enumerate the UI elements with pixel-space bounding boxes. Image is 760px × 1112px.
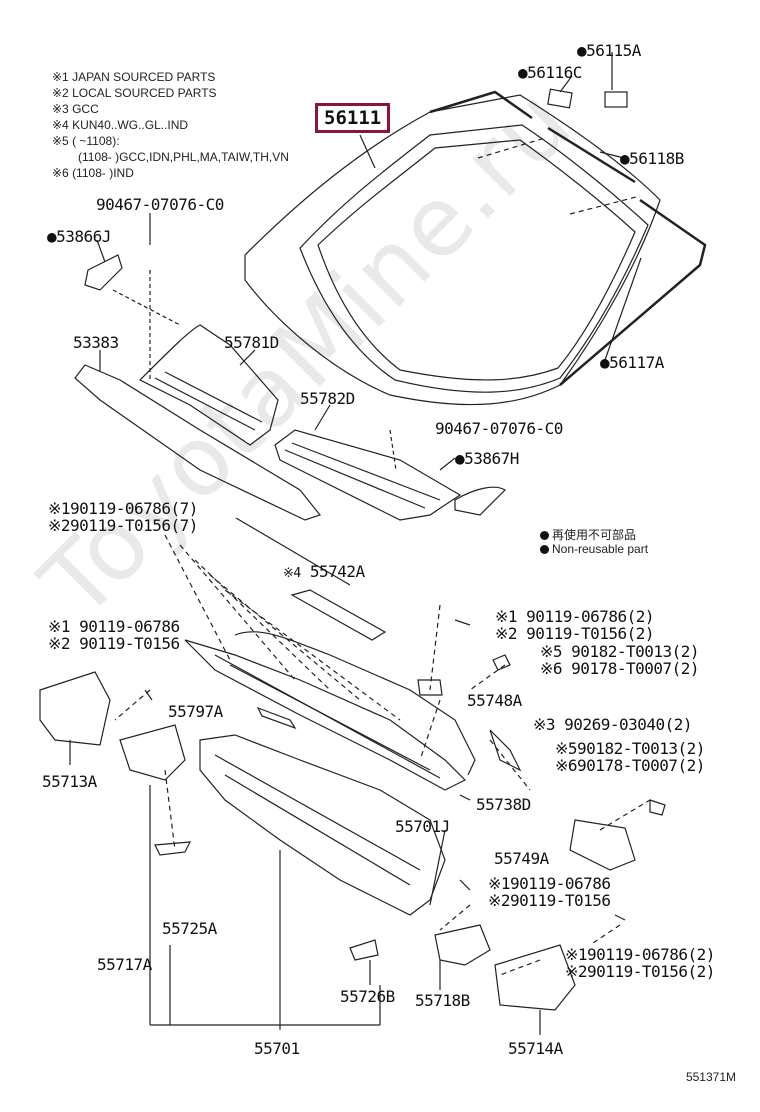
part-55797A[interactable]: 55797A [168, 702, 223, 721]
part-90119-T0156-b[interactable]: ※2 90119-T0156 [48, 634, 180, 653]
note-3: ※3 GCC [52, 102, 99, 116]
part-90119-06786-b[interactable]: ※1 90119-06786 [48, 617, 180, 636]
part-90182-T0013-b[interactable]: ※590182-T0013(2) [555, 739, 705, 758]
part-53866J[interactable]: ●53866J [47, 227, 111, 246]
part-55742A[interactable]: ※4 55742A [283, 563, 365, 583]
cowl-louvers [74, 254, 506, 521]
part-90269-03040[interactable]: ※3 90269-03040(2) [533, 715, 693, 734]
part-90178-T0007-a[interactable]: ※6 90178-T0007(2) [540, 659, 700, 678]
part-90119-06786-2-c[interactable]: ※190119-06786(2) [565, 945, 715, 964]
cowl-top-panel [184, 589, 476, 791]
legend-jp: 再使用不可部品 [540, 526, 636, 543]
legend-jp-text: 再使用不可部品 [552, 528, 637, 542]
bottom-brackets [69, 740, 541, 1035]
part-55713A[interactable]: 55713A [42, 772, 97, 791]
part-53867H[interactable]: ●53867H [455, 449, 519, 468]
legend-en-text: Non-reusable part [552, 542, 649, 556]
part-55742A-number: 55742A [309, 562, 365, 581]
part-90119-06786-c[interactable]: ※190119-06786 [488, 874, 611, 893]
dashed-lines [114, 534, 651, 976]
part-90119-06786-2-a[interactable]: ※1 90119-06786(2) [495, 607, 655, 626]
note-4: ※4 KUN40..WG..GL..IND [52, 118, 189, 132]
part-90119-T0156-c[interactable]: ※290119-T0156 [488, 891, 611, 910]
bullet-icon [540, 545, 549, 554]
note-1: ※1 JAPAN SOURCED PARTS [52, 70, 216, 84]
part-55742A-mark: ※4 [283, 566, 301, 581]
part-55748A[interactable]: 55748A [467, 691, 522, 710]
part-90119-T0156-2-a[interactable]: ※2 90119-T0156(2) [495, 624, 655, 643]
highlighted-part-56111[interactable]: 56111 [315, 103, 391, 133]
part-56116C[interactable]: ●56116C [518, 63, 582, 82]
part-90467-b[interactable]: 90467-07076-C0 [435, 419, 563, 438]
note-6: (1108- )GCC,IDN,PHL,MA,TAIW,TH,VN [78, 150, 289, 164]
part-56117A[interactable]: ●56117A [600, 353, 664, 372]
bullet-icon [540, 531, 549, 540]
part-90119-06786-7[interactable]: ※190119-06786(7) [48, 499, 198, 518]
part-55749A[interactable]: 55749A [494, 849, 549, 868]
leader-lines [96, 52, 642, 586]
note-7: ※6 (1108- )IND [52, 166, 134, 180]
part-55701J[interactable]: 55701J [395, 817, 450, 836]
part-55738D[interactable]: 55738D [476, 795, 531, 814]
legend-en: Non-reusable part [540, 542, 648, 556]
molding-strips [429, 88, 707, 386]
part-55781D[interactable]: 55781D [224, 333, 279, 352]
part-55701[interactable]: 55701 [254, 1039, 300, 1058]
part-56115A[interactable]: ●56115A [577, 41, 641, 60]
diagram-code: 551371M [685, 1070, 736, 1084]
windshield-glass [244, 94, 661, 406]
part-55782D[interactable]: 55782D [300, 389, 355, 408]
part-55718B[interactable]: 55718B [415, 991, 470, 1010]
part-90119-T0156-2-c[interactable]: ※290119-T0156(2) [565, 962, 715, 981]
part-90178-T0007-b[interactable]: ※690178-T0007(2) [555, 756, 705, 775]
cowl-structure [39, 619, 666, 1011]
part-55717A[interactable]: 55717A [97, 955, 152, 974]
note-2: ※2 LOCAL SOURCED PARTS [52, 86, 217, 100]
part-56118B[interactable]: ●56118B [620, 149, 684, 168]
part-55726B[interactable]: 55726B [340, 987, 395, 1006]
part-55725A[interactable]: 55725A [162, 919, 217, 938]
part-90467-a[interactable]: 90467-07076-C0 [96, 195, 224, 214]
part-90182-T0013-a[interactable]: ※5 90182-T0013(2) [540, 642, 700, 661]
leader-56111 [359, 134, 376, 169]
part-90119-T0156-7[interactable]: ※290119-T0156(7) [48, 516, 198, 535]
part-55714A[interactable]: 55714A [508, 1039, 563, 1058]
part-53383[interactable]: 53383 [73, 333, 119, 352]
note-5: ※5 ( ~1108): [52, 134, 120, 148]
